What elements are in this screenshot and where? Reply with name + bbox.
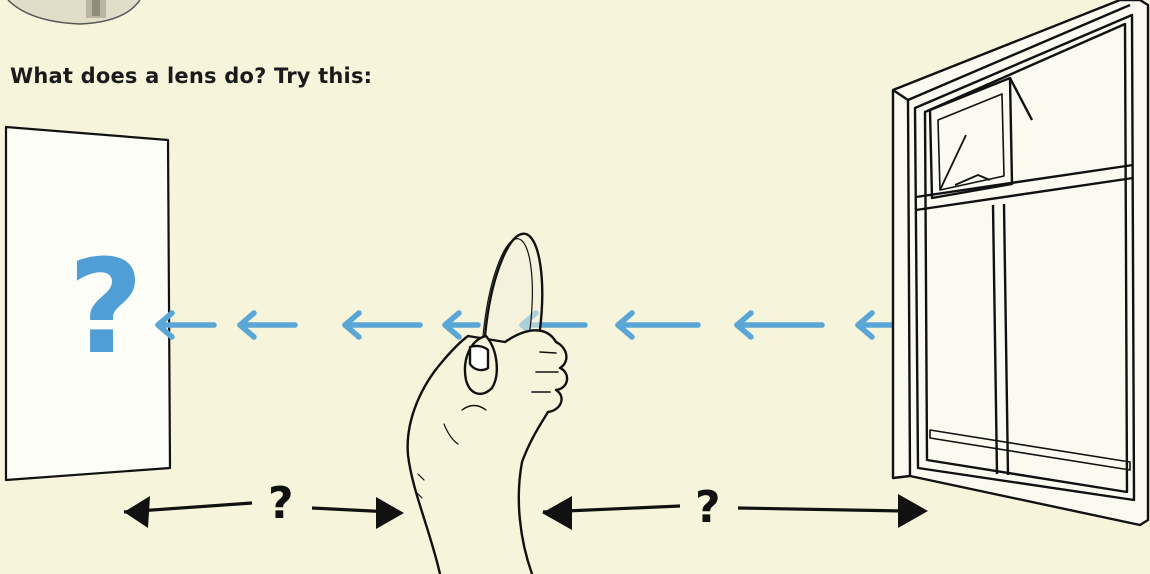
right-distance-question-mark: ? (695, 482, 721, 533)
ray-arrow (618, 313, 698, 337)
left-distance-question-mark: ? (268, 478, 294, 529)
ray-arrow (737, 313, 822, 337)
ray-arrow (445, 313, 478, 337)
hand (408, 330, 567, 574)
screen-question-mark: ? (68, 231, 143, 383)
cropped-object-top (8, 0, 140, 24)
ray-arrow (345, 313, 420, 337)
right-distance-arrow (542, 494, 928, 530)
left-distance-arrow (124, 496, 404, 529)
ray-arrow (158, 313, 214, 337)
ray-arrow (240, 313, 295, 337)
window (893, 0, 1148, 525)
